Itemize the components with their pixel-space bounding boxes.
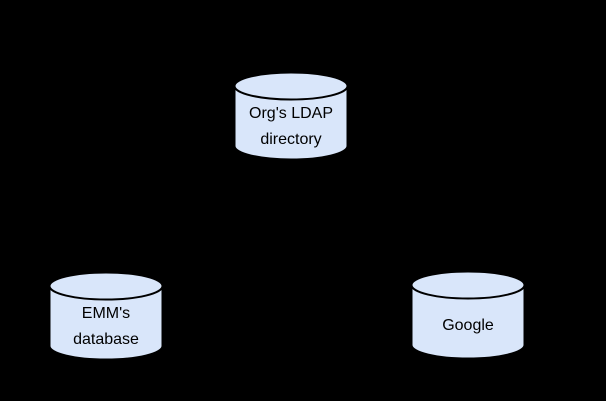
cylinder-body	[48, 286, 164, 361]
cylinder-top	[48, 271, 164, 301]
database-cylinder-icon	[410, 270, 526, 360]
node-label-line: Org's LDAP	[249, 105, 333, 122]
node-label-line: database	[73, 331, 139, 348]
database-cylinder-icon	[48, 271, 164, 361]
node-label-emm: EMM's database	[48, 299, 164, 355]
cylinder-body	[233, 86, 349, 161]
node-label-line: Google	[442, 317, 494, 334]
node-label-line: directory	[260, 131, 322, 148]
node-label-ldap: Org's LDAP directory	[233, 99, 349, 155]
cylinder-top	[233, 71, 349, 101]
node-google: Google	[410, 270, 526, 360]
node-label-line: EMM's	[81, 305, 131, 322]
node-emm-database: EMM's database	[48, 271, 164, 361]
database-cylinder-icon	[233, 71, 349, 161]
node-ldap-directory: Org's LDAP directory	[233, 71, 349, 161]
cylinder-body	[410, 285, 526, 360]
node-label-google: Google	[410, 298, 526, 354]
cylinder-top	[410, 270, 526, 300]
